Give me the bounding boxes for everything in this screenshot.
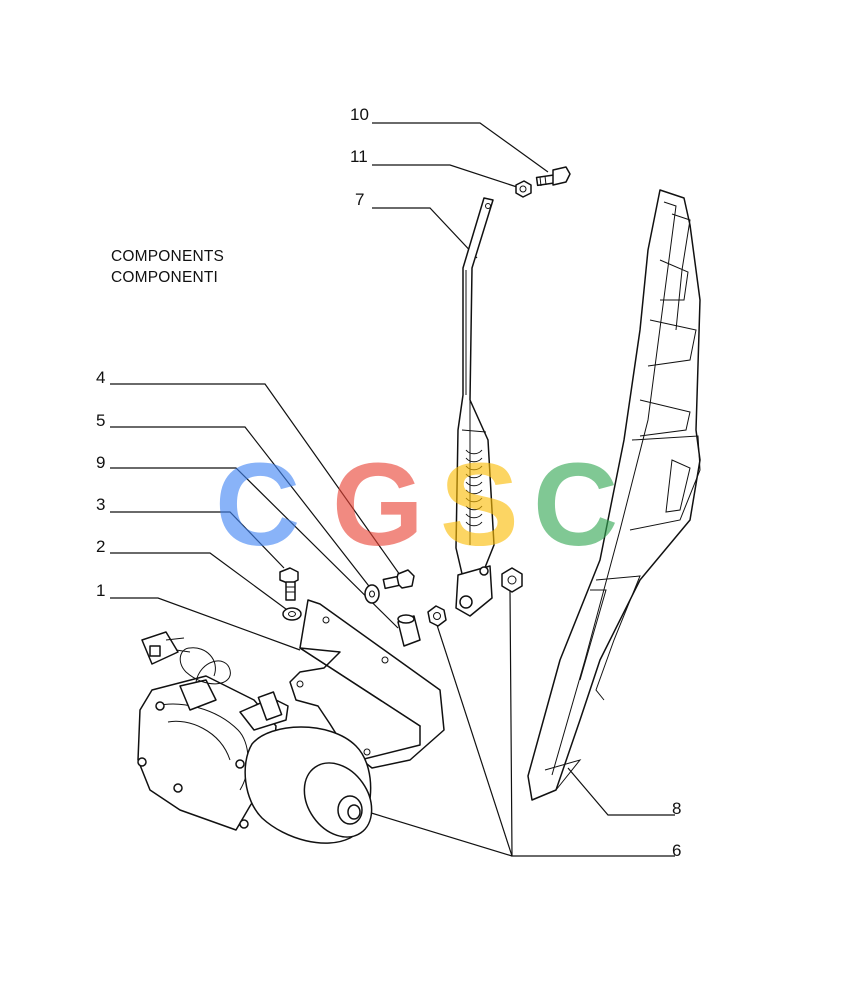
callout-1: 1	[96, 581, 106, 600]
leader-9	[110, 467, 399, 629]
callout-7: 7	[355, 190, 365, 209]
leader-5	[110, 426, 373, 591]
wiper-arm-part-7	[455, 197, 495, 617]
nut-part-6a	[427, 605, 447, 627]
callout-6: 6	[672, 841, 682, 860]
leader-1	[110, 597, 301, 651]
wiper-blade-part-8	[527, 189, 701, 801]
title-italian: COMPONENTI	[111, 269, 219, 286]
bolt-part-4	[382, 569, 415, 590]
callout-10: 10	[350, 105, 369, 124]
spacer-part-9	[397, 614, 421, 647]
title-block: COMPONENTS COMPONENTI	[111, 246, 224, 288]
leader-6-branch-b	[367, 811, 513, 857]
nut-part-6b	[501, 567, 523, 593]
callout-8: 8	[672, 799, 682, 818]
title-english: COMPONENTS	[111, 248, 225, 265]
screw-part-3	[279, 567, 299, 601]
leader-3	[110, 511, 285, 569]
callout-3: 3	[96, 495, 106, 514]
nut-part-11	[515, 180, 532, 198]
callout-2: 2	[96, 537, 106, 556]
leader-2	[110, 552, 291, 613]
callout-4: 4	[96, 368, 106, 387]
washer-part-5	[364, 584, 380, 604]
callout-9: 9	[96, 453, 106, 472]
washer-part-2	[282, 607, 302, 621]
callout-11: 11	[350, 147, 368, 166]
bolt-part-10	[535, 166, 571, 187]
leader-8	[567, 767, 675, 816]
leader-10	[372, 122, 549, 173]
callout-5: 5	[96, 411, 106, 430]
leader-lines	[110, 122, 675, 857]
leader-4	[110, 383, 401, 576]
leader-6-branch-a	[435, 621, 513, 857]
wiper-motor	[137, 631, 373, 844]
leader-11	[372, 164, 521, 189]
leader-7	[372, 207, 478, 259]
